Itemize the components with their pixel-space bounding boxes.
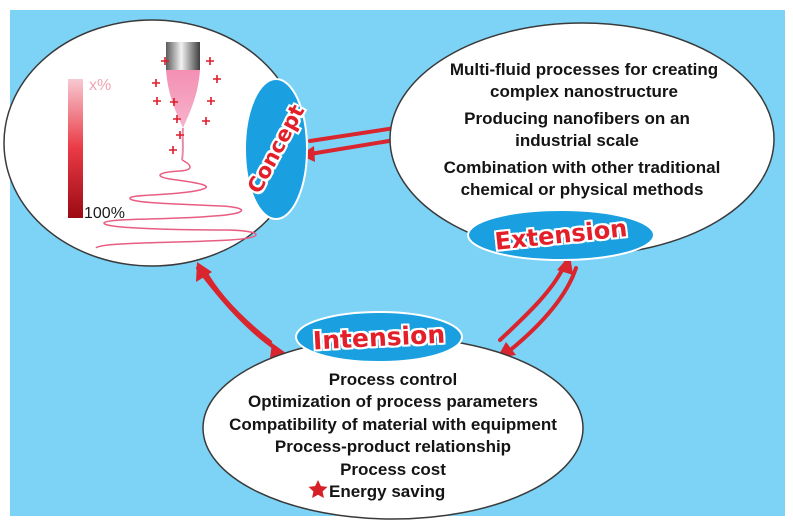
intension-badge <box>295 311 463 363</box>
arrow-intension-to-concept-head <box>196 262 212 282</box>
arrow-concept-to-extension <box>308 126 397 143</box>
extension-item-3: Combination with other traditional chemi… <box>443 158 721 199</box>
taylor-cone <box>166 70 200 128</box>
intension-item-3: Compatibility of material with equipment <box>229 415 557 434</box>
extension-item-2: Producing nanofibers on an industrial sc… <box>464 109 690 150</box>
concept-badge <box>244 78 308 220</box>
electrospinning-illustration <box>68 42 257 249</box>
nozzle-icon <box>166 42 200 70</box>
extension-badge <box>467 209 655 261</box>
arrow-extension-to-intension <box>506 266 578 354</box>
scale-bottom-label: 100% <box>84 205 125 222</box>
whipping-spiral <box>95 159 257 249</box>
arrow-intension-to-concept <box>202 268 272 344</box>
extension-item-1: Multi-fluid processes for creating compl… <box>449 60 719 101</box>
star-icon <box>308 480 328 498</box>
charge-plus-signs <box>152 57 221 154</box>
intension-item-2: Optimization of process parameters <box>247 392 539 411</box>
intension-label: Intension <box>312 319 446 355</box>
arrow-extension-to-concept <box>308 138 397 156</box>
intension-item-5: Process cost <box>340 460 446 479</box>
intension-item-starred: Energy saving <box>329 482 446 501</box>
gradient-scale-bar <box>68 79 83 218</box>
scale-top-label: x% <box>89 77 112 94</box>
intension-item-4: Process-product relationship <box>274 437 512 456</box>
fluid-jet <box>181 127 184 161</box>
intension-item-1: Process control <box>328 370 458 389</box>
